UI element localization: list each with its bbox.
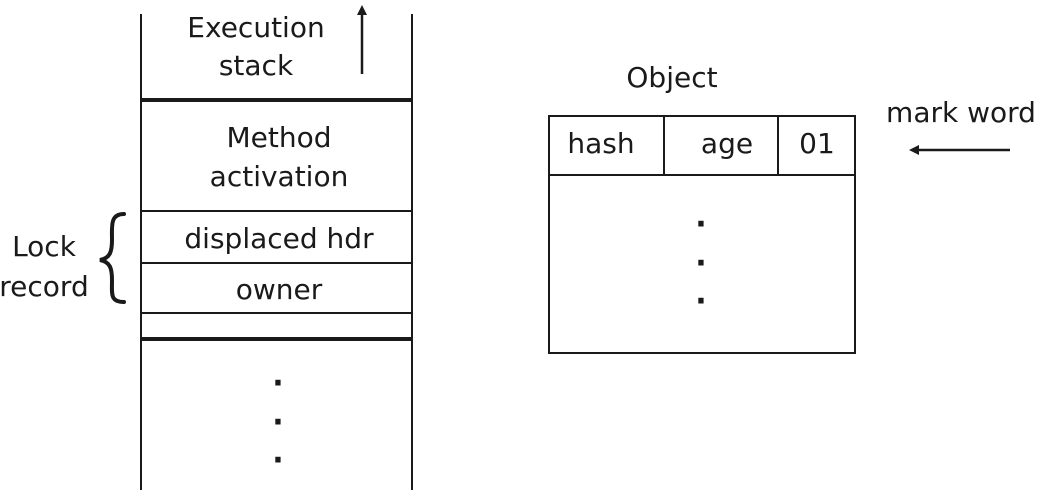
owner-slot: owner	[236, 273, 323, 306]
stack-ellipsis-dot: ·	[272, 405, 283, 440]
object-ellipsis-dot: ·	[695, 207, 706, 242]
lock-record-label-line1: Lock	[12, 230, 77, 263]
method-activation-line1: Method	[226, 121, 331, 154]
stack-title-line1: Execution	[187, 11, 324, 44]
execution-stack: Execution stack Method activation displa…	[140, 5, 413, 490]
stack-title-line2: stack	[219, 49, 294, 82]
lock-record-label-line2: record	[0, 270, 89, 303]
lock-record-annotation: Lock record	[0, 212, 126, 304]
mark-word-field-hash: hash	[567, 127, 634, 160]
object-ellipsis-dot: ·	[695, 246, 706, 281]
object-ellipsis-dot: ·	[695, 284, 706, 319]
curly-brace-icon	[99, 212, 126, 304]
stack-ellipsis-dot: ·	[272, 443, 283, 478]
object-title: Object	[626, 61, 717, 94]
displaced-hdr-slot: displaced hdr	[184, 222, 374, 255]
mark-word-field-age: age	[701, 127, 753, 160]
mark-word-field-lock-bits: 01	[799, 127, 835, 160]
object: Object hash age 01 · · ·	[548, 61, 856, 354]
mark-word-label: mark word	[886, 96, 1036, 129]
mark-word-pointer: mark word	[886, 96, 1036, 155]
method-activation-line2: activation	[210, 160, 349, 193]
object-box	[548, 115, 856, 354]
stack-ellipsis-dot: ·	[272, 366, 283, 401]
